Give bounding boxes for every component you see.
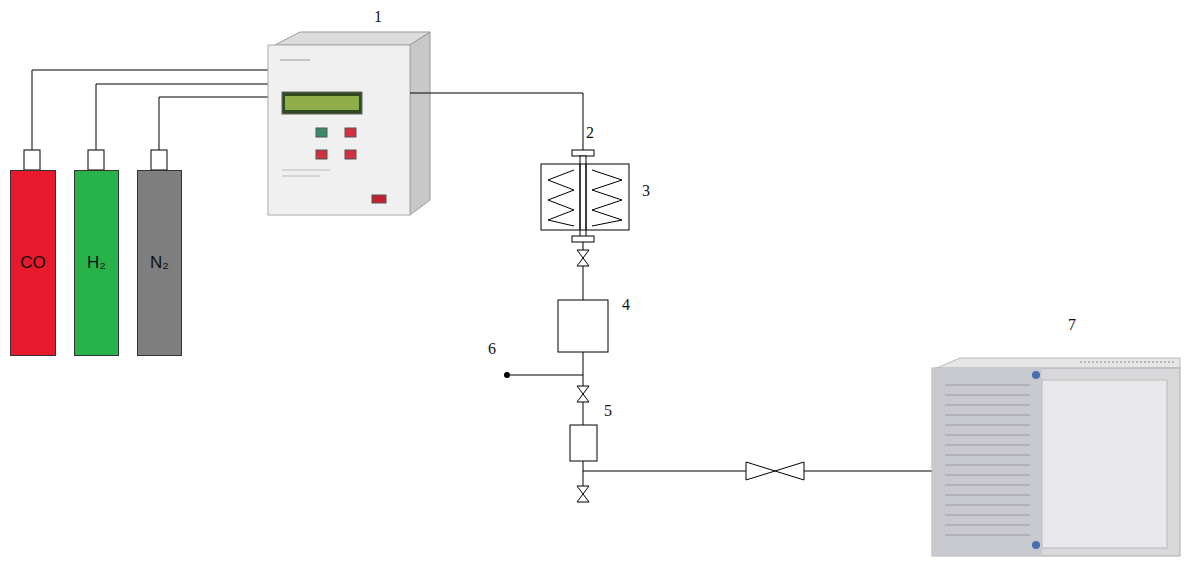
gas-line [159,97,268,150]
callout-number: 7 [1068,316,1076,334]
gas-line [32,70,268,150]
gas-cylinder: H₂ [74,170,119,356]
flow-controller [268,32,430,215]
reactor-flange [572,150,594,156]
callout-number: 5 [604,402,612,420]
cylinder-valve [24,150,40,170]
callout-number: 4 [622,296,630,314]
reactor-flange [572,236,594,242]
sample-line [804,471,932,472]
gas-name: N₂ [150,253,169,273]
heating-coil [592,170,622,226]
heating-coil [548,170,574,226]
gas-chromatograph [932,358,1180,556]
gas-name: CO [20,253,46,273]
callout-number: 3 [642,182,650,200]
valve [577,250,589,266]
trap-vessel [570,425,597,461]
valve [577,386,589,402]
outlet-point [504,372,510,378]
gas-line [96,84,268,150]
callout-number: 1 [374,8,382,26]
cylinder-valve [151,150,167,170]
callout-number: 6 [488,340,496,358]
separator-vessel [558,300,608,352]
valve [577,486,589,502]
furnace [541,164,629,230]
gas-name: H₂ [87,253,106,273]
gas-cylinder: N₂ [137,170,182,356]
sample-line [583,471,746,472]
valve [746,462,804,480]
outlet-line [509,375,583,376]
reactor-tube [580,156,586,240]
gas-line [410,93,583,150]
gas-cylinder: CO [10,170,56,356]
cylinder-valve [88,150,104,170]
callout-number: 2 [586,124,594,142]
